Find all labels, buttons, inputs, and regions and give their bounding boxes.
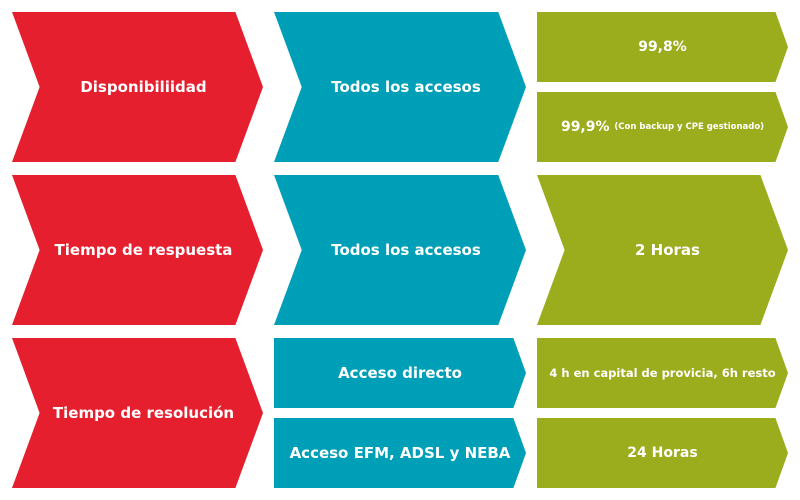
scope-label: Todos los accesos — [331, 241, 481, 259]
scope-all-access-availability: Todos los accesos — [274, 12, 526, 162]
value-label: 99,8% — [638, 39, 687, 55]
scope-label: Todos los accesos — [331, 78, 481, 96]
value-resolution-direct: 4 h en capital de provicia, 6h resto — [537, 338, 788, 408]
value-label: 99,9% — [560, 119, 610, 135]
scope-all-access-response: Todos los accesos — [274, 175, 526, 325]
value-note: (Con backup y CPE gestionado) — [614, 122, 765, 132]
value-label: 24 Horas — [627, 445, 698, 461]
value-label: 4 h en capital de provicia, 6h resto — [549, 366, 776, 380]
metric-label: Disponibiliidad — [80, 78, 207, 96]
metric-response-time: Tiempo de respuesta — [12, 175, 263, 325]
value-availability-standard: 99,8% — [537, 12, 788, 82]
scope-label: Acceso directo — [338, 364, 462, 382]
value-label: 2 Horas — [635, 241, 700, 259]
metric-label: Tiempo de respuesta — [54, 241, 233, 259]
value-response-time: 2 Horas — [537, 175, 788, 325]
value-availability-backup: 99,9% (Con backup y CPE gestionado) — [537, 92, 788, 162]
metric-resolution-time: Tiempo de resolución — [12, 338, 263, 488]
scope-label: Acceso EFM, ADSL y NEBA — [289, 444, 511, 462]
metric-availability: Disponibiliidad — [12, 12, 263, 162]
metric-label: Tiempo de resolución — [52, 404, 235, 422]
scope-efm-adsl-neba: Acceso EFM, ADSL y NEBA — [274, 418, 526, 488]
scope-direct-access: Acceso directo — [274, 338, 526, 408]
value-resolution-indirect: 24 Horas — [537, 418, 788, 488]
